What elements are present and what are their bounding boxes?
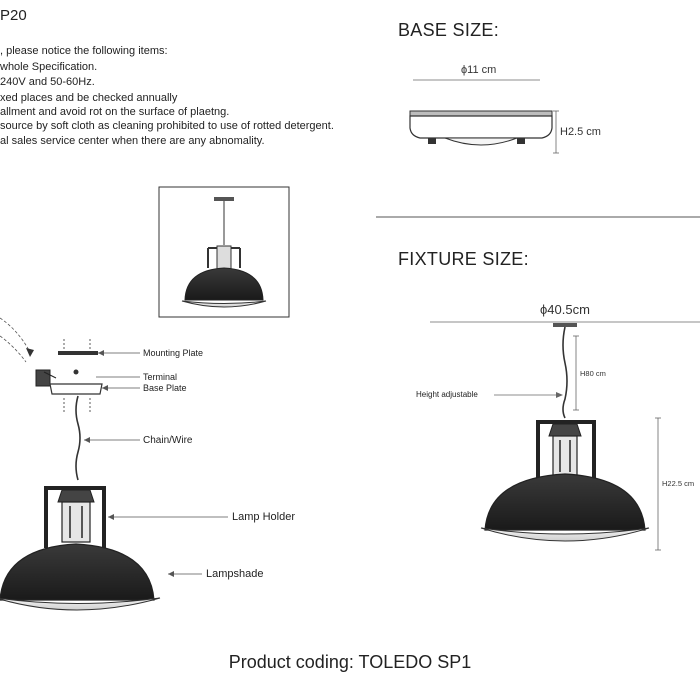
base-diameter-label: ϕ11 cm xyxy=(461,64,497,76)
assembly-drawing xyxy=(0,317,228,611)
note-line: 240V and 50-60Hz. xyxy=(0,76,95,88)
lamp-holder-label: Lamp Holder xyxy=(232,511,295,523)
fixture-diameter-label: ϕ40.5cm xyxy=(540,302,590,317)
product-code-partial: P20 xyxy=(0,7,27,24)
base-drawing xyxy=(409,79,559,154)
note-line: source by soft cloth as cleaning prohibi… xyxy=(0,120,334,132)
height-adjustable-label: Height adjustable xyxy=(416,390,478,399)
note-line: , please notice the following items: xyxy=(0,45,168,57)
product-coding: Product coding: TOLEDO SP1 xyxy=(228,652,472,672)
chain-height-label: H80 cm xyxy=(580,369,606,378)
base-height-label: H2.5 cm xyxy=(560,126,601,138)
fixture-size-heading: FIXTURE SIZE: xyxy=(398,249,529,269)
lampshade-label: Lampshade xyxy=(206,568,264,580)
note-line: xed places and be checked annually xyxy=(0,92,178,104)
note-line: al sales service center when there are a… xyxy=(0,135,265,147)
base-plate-label: Base Plate xyxy=(143,383,187,393)
base-size-heading: BASE SIZE: xyxy=(398,20,500,40)
mounting-plate-label: Mounting Plate xyxy=(143,348,204,358)
fixture-drawing xyxy=(430,321,700,551)
preview-box xyxy=(158,186,290,318)
note-line: whole Specification. xyxy=(0,61,98,73)
terminal-label: Terminal xyxy=(143,372,178,382)
body-height-label: H22.5 cm xyxy=(662,479,695,488)
chain-wire-label: Chain/Wire xyxy=(143,435,193,446)
note-line: allment and avoid rot on the surface of … xyxy=(0,106,230,118)
